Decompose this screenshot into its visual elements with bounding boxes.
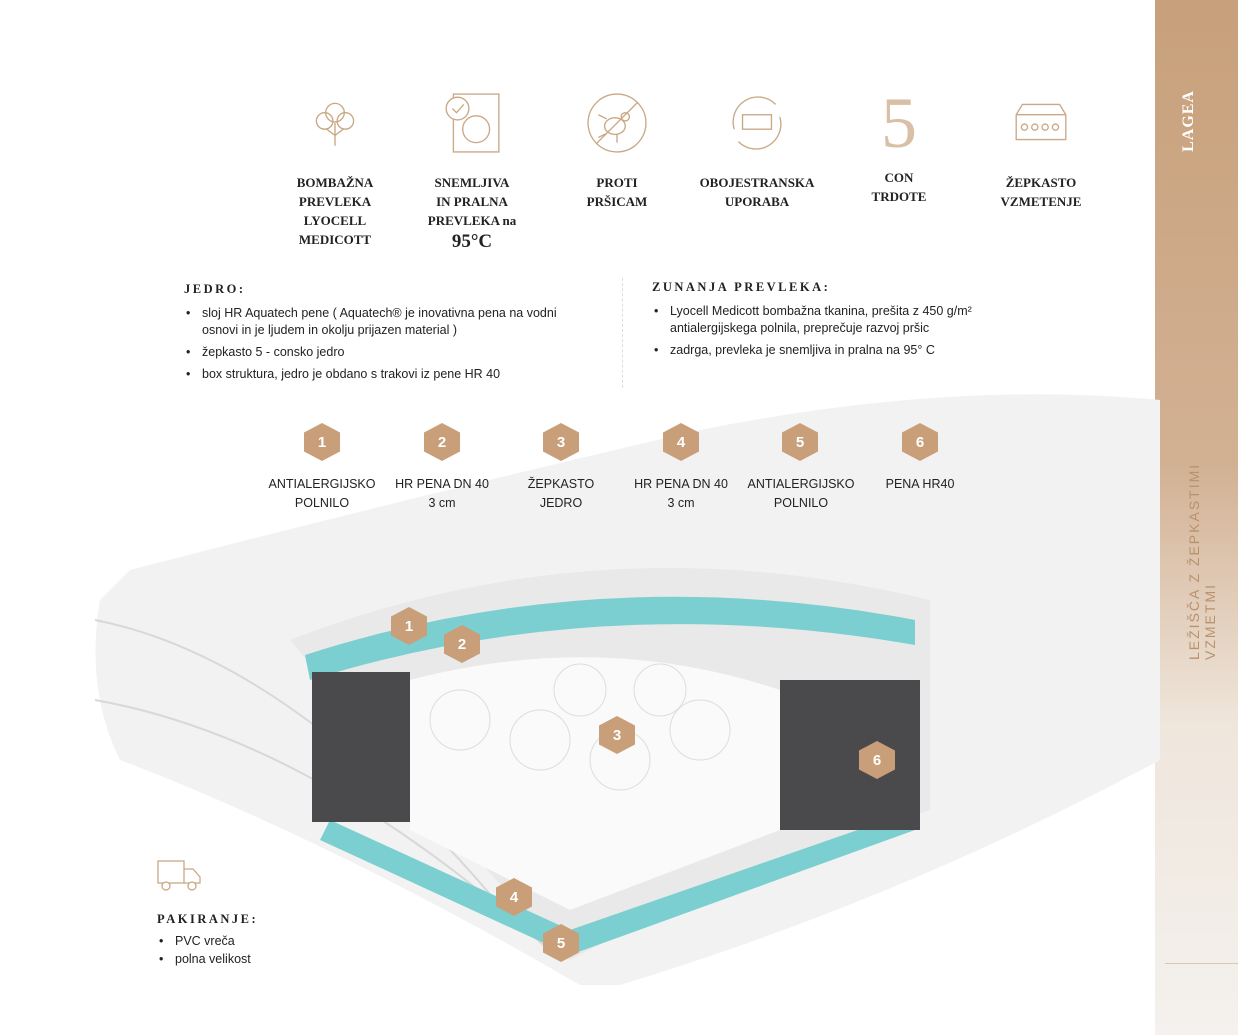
list-item: zadrga, prevleka je snemljiva in pralna … [652,342,1032,359]
list-item: žepkasto 5 - consko jedro [184,344,594,361]
layer-label-6: PENA HR40 [885,477,955,491]
cover-section: ZUNANJA PREVLEKA: Lyocell Medicott bomba… [652,280,1032,364]
packaging-section: PAKIRANJE: PVC vrečapolna velikost [157,912,258,973]
list-item: Lyocell Medicott bombažna tkanina, preši… [652,303,1032,337]
divider [1165,963,1238,964]
list-item: sloj HR Aquatech pene ( Aquatech® je ino… [184,305,594,339]
washing-machine-icon [445,93,500,153]
cover-title: ZUNANJA PREVLEKA: [652,280,831,294]
legend-badge-5: 5 [782,423,818,461]
legend-badge-4: 4 [663,423,699,461]
legend-badge-6: 6 [902,423,938,461]
divider [622,278,623,388]
core-section: JEDRO: sloj HR Aquatech pene ( Aquatech®… [184,282,594,388]
truck-icon [157,860,201,891]
list-item: polna velikost [157,951,258,968]
mite-icon [587,93,647,153]
legend-badge-1: 1 [304,423,340,461]
legend-badge-2: 2 [424,423,460,461]
pocket-spring-icon [1015,103,1067,141]
cotton-icon [315,102,355,146]
core-title: JEDRO: [184,282,246,296]
legend-badge-3: 3 [543,423,579,461]
packaging-title: PAKIRANJE: [157,912,259,926]
list-item: box struktura, jedro je obdano s trakovi… [184,366,594,383]
list-item: PVC vreča [157,933,258,950]
side-band [1155,0,1238,1035]
flip-mattress-icon [732,96,782,150]
five-icon: 5 [881,83,917,163]
